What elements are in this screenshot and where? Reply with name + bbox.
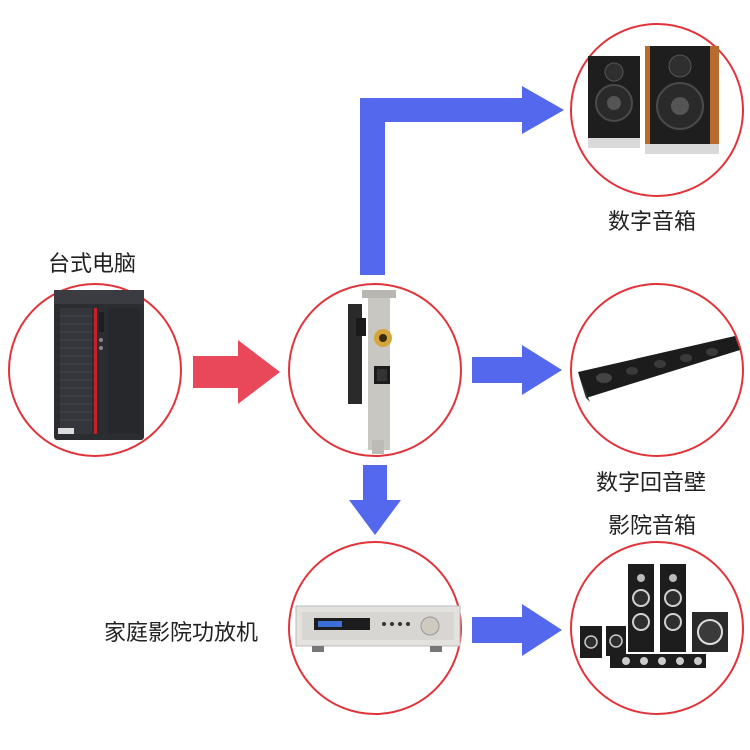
digital-speakers-node [570,23,744,197]
home-theater-speaker-set-icon [580,564,728,668]
output-arrow-to-soundbar [472,345,562,395]
label-cinema-speakers: 影院音箱 [608,514,697,539]
digital-soundbar-node [570,283,744,457]
cinema-speakers-node [570,541,744,715]
av-receiver-icon [295,605,461,652]
output-arrow-to-speakers [360,86,564,275]
label-home-theater-amp: 家庭影院功放机 [104,621,259,646]
home-theater-amp-node [288,541,462,715]
label-digital-speakers: 数字音箱 [608,210,697,235]
input-arrow [193,340,280,404]
label-desktop-pc: 台式电脑 [48,252,137,277]
sound-card-node [288,283,462,457]
soundbar-icon [578,336,740,402]
desktop-pc-node [8,283,182,457]
desktop-tower-icon [54,290,144,440]
bookshelf-speakers-icon [588,46,719,154]
sound-card-bracket-icon [348,290,396,454]
output-arrow-to-amplifier [349,465,401,535]
output-arrow-to-cinema-speakers [472,604,562,656]
label-digital-soundbar: 数字回音壁 [596,471,707,496]
